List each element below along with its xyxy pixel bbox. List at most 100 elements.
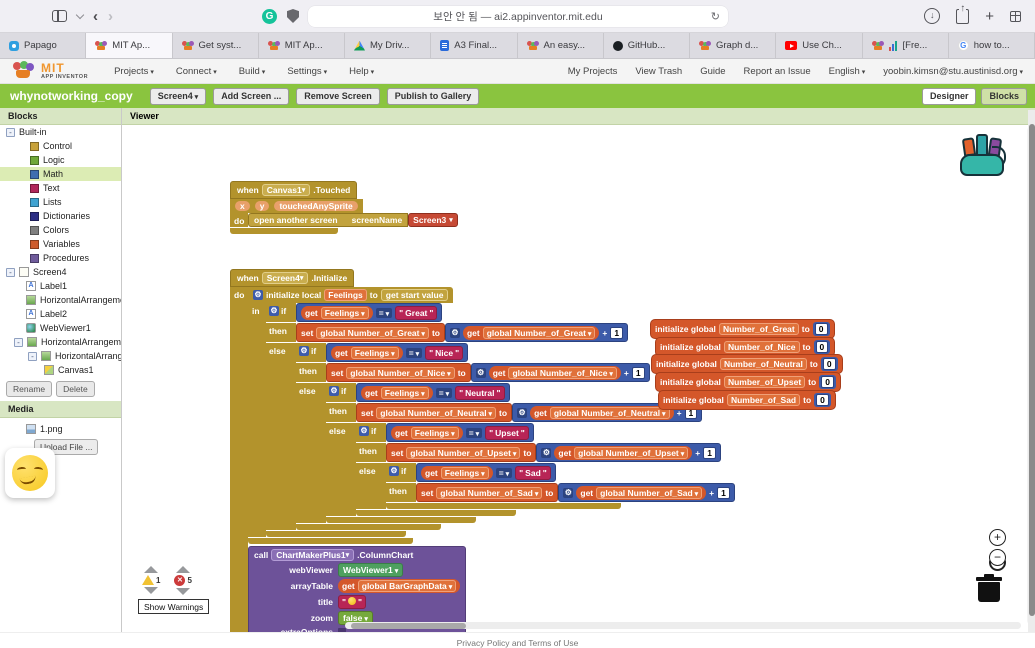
language-selector[interactable]: English <box>829 66 866 77</box>
init-global-number-of-upset[interactable]: initialize globalNumber_of_Upsetto0 <box>655 372 841 392</box>
canvas-horizontal-scrollbar[interactable] <box>345 622 1021 629</box>
set-variable-block[interactable]: setglobal Number_of_Niceto <box>326 363 471 382</box>
tab-overview-icon[interactable] <box>1010 11 1021 22</box>
param-touchedanysprite[interactable]: touchedAnySprite <box>274 201 357 211</box>
component-dropdown[interactable]: ChartMakerPlus1 <box>271 549 354 561</box>
equals-operator[interactable]: = <box>496 468 512 478</box>
equals-operator[interactable]: = <box>376 308 392 318</box>
title-text-block[interactable]: "" <box>338 595 366 609</box>
number-block[interactable]: 0 <box>816 394 829 406</box>
browser-tab[interactable]: Graph d... <box>690 33 776 58</box>
init-global-number-of-sad[interactable]: initialize globalNumber_of_Sadto0 <box>658 390 836 410</box>
math-plus-block[interactable]: getglobal Number_of_Great+1 <box>445 323 628 342</box>
tree-screen4[interactable]: Screen4 <box>0 265 121 279</box>
publish-gallery-button[interactable]: Publish to Gallery <box>387 88 480 105</box>
browser-tab[interactable]: MIT Ap... <box>259 33 345 58</box>
param-x[interactable]: x <box>235 201 250 211</box>
window-scrollbar[interactable] <box>1028 110 1035 632</box>
trash-can-icon[interactable] <box>978 577 1002 602</box>
tree-label2[interactable]: Label2 <box>0 307 121 321</box>
number-block[interactable]: 0 <box>821 376 834 388</box>
window-scrollbar-thumb[interactable] <box>1029 124 1035 616</box>
browser-tab-active[interactable]: MIT Ap... <box>86 33 172 58</box>
browser-tab[interactable]: GitHub... <box>604 33 690 58</box>
palette-lists[interactable]: Lists <box>0 195 121 209</box>
mutator-gear-icon[interactable] <box>299 346 309 356</box>
tree-webviewer1[interactable]: WebViewer1 <box>0 321 121 335</box>
init-global-number-of-great[interactable]: initialize globalNumber_of_Greatto0 <box>650 319 835 339</box>
address-bar[interactable]: 보안 안 됨 — ai2.appinventor.mit.edu <box>308 6 728 27</box>
add-screen-button[interactable]: Add Screen ... <box>213 88 289 105</box>
show-warnings-button[interactable]: Show Warnings <box>138 599 209 614</box>
mutator-gear-icon[interactable] <box>563 488 573 498</box>
palette-dictionaries[interactable]: Dictionaries <box>0 209 121 223</box>
browser-tab[interactable]: [Fre... <box>863 33 949 58</box>
blocks-canvas[interactable]: whenCanvas1.Touched xytouchedAnySprite d… <box>122 125 1035 632</box>
number-block[interactable]: 1 <box>703 447 716 459</box>
screen-selector[interactable]: Screen4 <box>150 88 207 105</box>
media-item-1png[interactable]: 1.png <box>0 422 121 436</box>
account-menu[interactable]: yoobin.kimsn@stu.austinisd.org <box>883 66 1023 77</box>
text-block[interactable]: "Great" <box>395 306 437 320</box>
math-plus-block[interactable]: getglobal Number_of_Nice+1 <box>471 363 650 382</box>
math-plus-block[interactable]: getglobal Number_of_Upset+1 <box>536 443 721 462</box>
mutator-gear-icon[interactable] <box>269 306 279 316</box>
local-variable-name[interactable]: Feelings <box>324 289 366 301</box>
warning-down-arrow-icon[interactable] <box>144 587 158 594</box>
error-down-arrow-icon[interactable] <box>176 588 190 595</box>
param-y[interactable]: y <box>255 201 270 211</box>
palette-variables[interactable]: Variables <box>0 237 121 251</box>
get-feelings-block[interactable]: getFeelings <box>301 306 373 320</box>
get-feelings-block[interactable]: getFeelings <box>361 386 433 400</box>
browser-tab[interactable]: how to... <box>949 33 1035 58</box>
set-variable-block[interactable]: setglobal Number_of_Neutralto <box>356 403 512 422</box>
menu-build[interactable]: Build <box>239 66 266 77</box>
palette-procedures[interactable]: Procedures <box>0 251 121 265</box>
rename-button[interactable]: Rename <box>6 381 52 397</box>
sidebar-toggle-icon[interactable] <box>52 10 67 22</box>
browser-tab[interactable]: My Driv... <box>345 33 431 58</box>
call-chartmaker-columnchart-block[interactable]: callChartMakerPlus1.ColumnChart webViewe… <box>248 546 466 632</box>
menu-connect[interactable]: Connect <box>176 66 217 77</box>
screen3-dropdown-block[interactable]: Screen3 <box>408 213 458 227</box>
tree-horizontalarrangement55[interactable]: HorizontalArrangement55 <box>0 335 121 349</box>
tree-horizontalarrangement-child[interactable]: HorizontalArrangemen <box>0 349 121 363</box>
mutator-gear-icon[interactable] <box>389 466 399 476</box>
menu-projects[interactable]: Projects <box>114 66 154 77</box>
text-block[interactable]: "Nice" <box>425 346 463 360</box>
share-icon[interactable] <box>956 9 969 24</box>
mit-appinventor-logo[interactable]: MIT APP INVENTOR <box>12 61 88 81</box>
palette-colors[interactable]: Colors <box>0 223 121 237</box>
backpack-icon[interactable] <box>960 132 1010 180</box>
mutator-gear-icon[interactable] <box>329 386 339 396</box>
equals-operator[interactable]: = <box>466 428 482 438</box>
set-variable-block[interactable]: setglobal Number_of_Greatto <box>296 323 445 342</box>
error-up-arrow-icon[interactable] <box>176 566 190 573</box>
link-view-trash[interactable]: View Trash <box>635 66 682 77</box>
number-block[interactable]: 1 <box>717 487 730 499</box>
when-canvas1-touched-block[interactable]: whenCanvas1.Touched xytouchedAnySprite d… <box>230 181 458 234</box>
set-variable-block[interactable]: setglobal Number_of_Sadto <box>416 483 558 502</box>
get-feelings-block[interactable]: getFeelings <box>331 346 403 360</box>
browser-tab[interactable]: Papago <box>0 33 86 58</box>
tree-label1[interactable]: Label1 <box>0 279 121 293</box>
number-block[interactable]: 1 <box>632 367 645 379</box>
palette-math[interactable]: Math <box>0 167 121 181</box>
browser-tab[interactable]: Use Ch... <box>776 33 862 58</box>
math-plus-block[interactable]: getglobal Number_of_Sad+1 <box>558 483 735 502</box>
error-counter[interactable]: 5 <box>174 566 191 595</box>
menu-settings[interactable]: Settings <box>287 66 327 77</box>
chevron-down-icon[interactable] <box>76 10 84 18</box>
number-block[interactable]: 0 <box>815 323 828 335</box>
palette-text[interactable]: Text <box>0 181 121 195</box>
browser-tab[interactable]: A3 Final... <box>431 33 517 58</box>
new-tab-icon[interactable] <box>985 9 994 24</box>
number-block[interactable]: 0 <box>816 341 829 353</box>
if-block-upset[interactable]: if getFeelings="Upset" then setg <box>356 423 735 516</box>
set-variable-block[interactable]: setglobal Number_of_Upsetto <box>386 443 536 462</box>
horizontal-scrollbar-thumb[interactable] <box>351 623 466 629</box>
get-bargraphdata-block[interactable]: getglobal BarGraphData <box>338 579 460 593</box>
init-global-number-of-neutral[interactable]: initialize globalNumber_of_Neutralto0 <box>651 354 843 374</box>
warning-up-arrow-icon[interactable] <box>144 566 158 573</box>
get-feelings-block[interactable]: getFeelings <box>421 466 493 480</box>
